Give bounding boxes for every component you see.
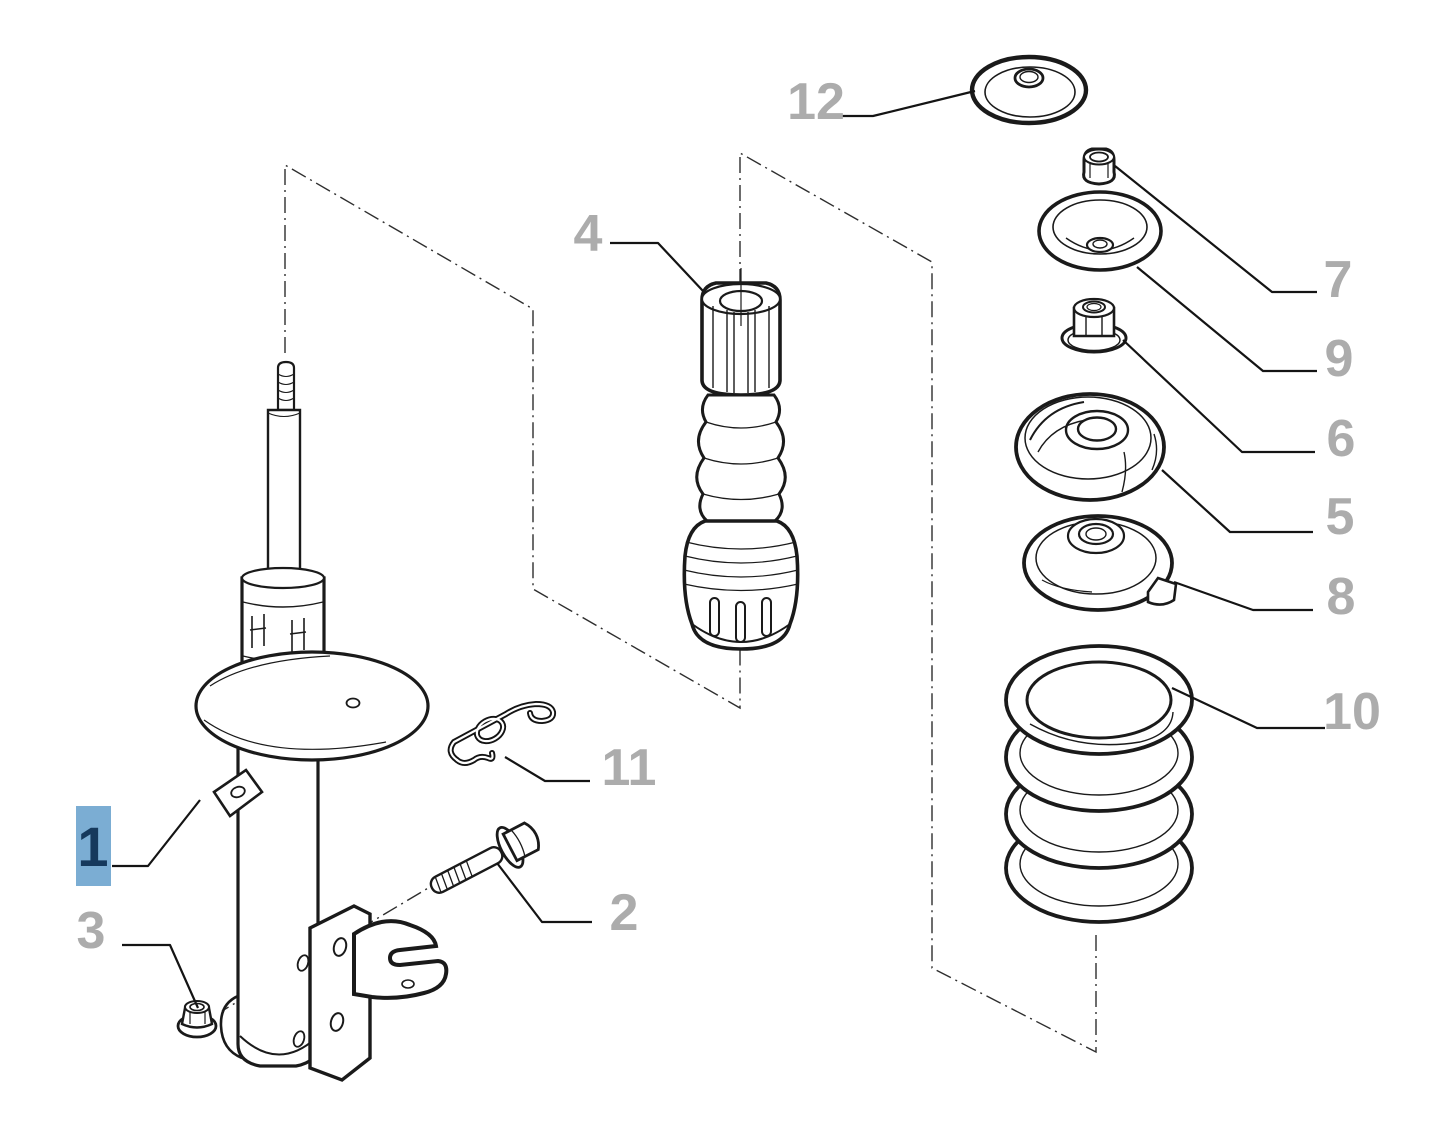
callout-1[interactable]: 1 <box>77 815 108 878</box>
leader-5 <box>1161 469 1313 534</box>
dome-cap-drawing <box>969 54 1089 126</box>
callout-5[interactable]: 5 <box>1326 488 1355 546</box>
leader-7 <box>1114 165 1317 294</box>
bump-stop-drawing <box>682 268 800 651</box>
lock-nut-drawing <box>1082 147 1116 186</box>
leader-lines <box>112 89 1325 1009</box>
callout-8[interactable]: 8 <box>1327 568 1356 626</box>
callout-11[interactable]: 11 <box>602 739 657 797</box>
knuckle-bracket <box>308 904 449 1082</box>
strut-drawing <box>194 360 449 1082</box>
callout-12[interactable]: 12 <box>787 73 845 131</box>
reference-guide-lines <box>221 151 1097 1054</box>
callout-6[interactable]: 6 <box>1327 410 1356 468</box>
spring-seat-drawing <box>1022 514 1178 612</box>
leader-12 <box>842 89 976 118</box>
retaining-clip-drawing <box>447 700 557 766</box>
leader-10 <box>1171 687 1325 730</box>
bearing-cup-drawing <box>1037 190 1163 272</box>
callout-labels: 1 2 3 4 5 6 7 8 9 10 11 12 <box>76 73 1381 960</box>
leader-4 <box>610 241 704 292</box>
callout-7[interactable]: 7 <box>1324 251 1353 309</box>
callout-2[interactable]: 2 <box>610 884 639 942</box>
bolt-drawing <box>429 821 540 894</box>
callout-4[interactable]: 4 <box>574 205 603 263</box>
leader-1 <box>112 799 201 868</box>
spring-seat-plate <box>194 650 430 762</box>
upper-mount-tab <box>212 768 264 818</box>
callout-3[interactable]: 3 <box>77 902 106 960</box>
leader-11 <box>504 756 590 783</box>
callout-10[interactable]: 10 <box>1323 683 1381 741</box>
coil-spring-drawing <box>1004 644 1194 924</box>
leader-8 <box>1173 580 1313 612</box>
callout-9[interactable]: 9 <box>1325 330 1354 388</box>
flange-nut-drawing <box>1060 297 1128 354</box>
leader-2 <box>496 862 592 924</box>
leader-6 <box>1122 339 1315 454</box>
top-mount-drawing <box>1014 392 1166 502</box>
leader-9 <box>1136 266 1317 373</box>
leader-3 <box>122 943 200 1009</box>
selected-part-highlight[interactable] <box>76 806 111 886</box>
